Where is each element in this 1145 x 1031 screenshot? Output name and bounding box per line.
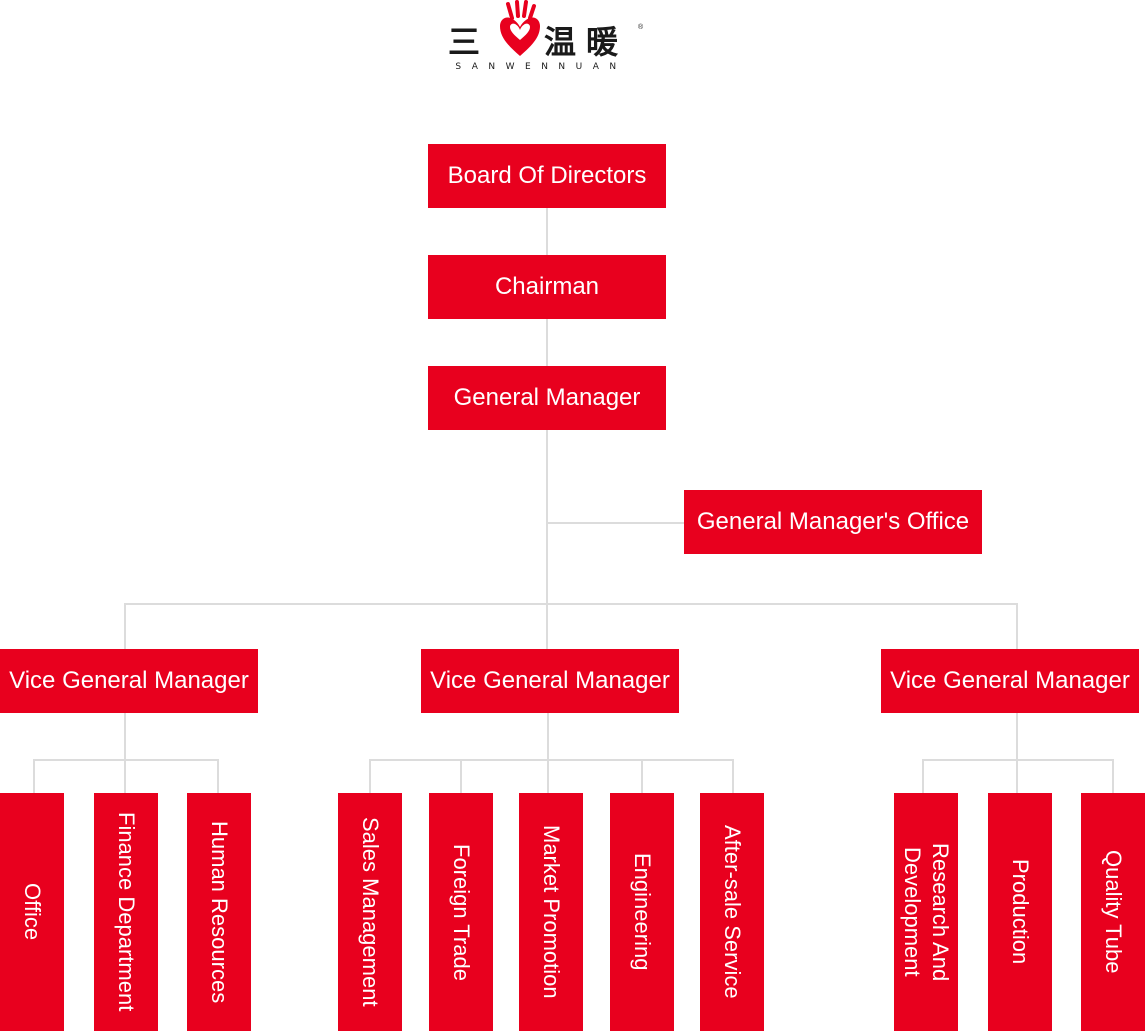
dept-sales-management-box: Sales Management [338, 793, 402, 1031]
vice-general-manager-1-box: Vice General Manager [0, 649, 258, 713]
dept-label: Production [1008, 859, 1033, 965]
board-of-directors-label: Board Of Directors [447, 162, 647, 189]
connector-dept-aftersale [732, 759, 734, 793]
board-of-directors-box: Board Of Directors [428, 144, 666, 208]
hand-heart-icon [500, 0, 540, 56]
logo-char-2: 温 [544, 23, 577, 61]
logo-char-1: 三 [448, 23, 481, 61]
connector-vice-3-down [1016, 713, 1018, 793]
logo-subtitle: SANWENNUAN [455, 62, 627, 72]
vice-general-manager-label: Vice General Manager [430, 667, 670, 694]
dept-research-development-box: Research And Development [894, 793, 958, 1031]
connector-vice-bar [124, 603, 1018, 605]
dept-engineering-box: Engineering [610, 793, 674, 1031]
vice-general-manager-label: Vice General Manager [9, 667, 249, 694]
dept-foreign-trade-box: Foreign Trade [429, 793, 493, 1031]
dept-label: Finance Department [114, 812, 139, 1012]
chairman-label: Chairman [494, 273, 600, 300]
registered-mark: ® [638, 24, 644, 31]
connector-dept-office [33, 759, 35, 793]
dept-label: Foreign Trade [449, 843, 474, 981]
connector-group-1-bar [33, 759, 219, 761]
connector-dept-rnd [922, 759, 924, 793]
connector-vice-2-down [547, 713, 549, 793]
connector-dept-quality [1112, 759, 1114, 793]
dept-human-resources-box: Human Resources [187, 793, 251, 1031]
connector-gm-spine [546, 430, 548, 649]
dept-label: Engineering [630, 853, 655, 971]
dept-market-promotion-box: Market Promotion [519, 793, 583, 1031]
vice-general-manager-2-box: Vice General Manager [421, 649, 679, 713]
dept-after-sale-service-box: After-sale Service [700, 793, 764, 1031]
connector-group-3-bar [922, 759, 1114, 761]
connector-dept-foreign [460, 759, 462, 793]
gm-office-box: General Manager's Office [684, 490, 982, 554]
connector-gm-office [546, 522, 684, 524]
vice-general-manager-3-box: Vice General Manager [881, 649, 1139, 713]
connector-dept-sales [369, 759, 371, 793]
connector-vice-1-down [124, 713, 126, 793]
connector-group-2-bar [369, 759, 734, 761]
vice-general-manager-label: Vice General Manager [890, 667, 1130, 694]
dept-label: Quality Tube [1101, 850, 1126, 974]
dept-label: Office [20, 883, 45, 941]
general-manager-label: General Manager [453, 384, 641, 411]
dept-office-box: Office [0, 793, 64, 1031]
connector-board-chairman [546, 208, 548, 255]
dept-label: After-sale Service [720, 825, 745, 999]
dept-label: Market Promotion [539, 825, 564, 999]
connector-vice-1 [124, 603, 126, 649]
connector-chairman-gm [546, 319, 548, 366]
dept-label: Human Resources [207, 820, 232, 1004]
connector-dept-engineering [641, 759, 643, 793]
logo-wordmark: 三 温 暖 [446, 24, 646, 60]
dept-production-box: Production [988, 793, 1052, 1031]
logo-char-3: 暖 [586, 23, 619, 61]
dept-label: Research And Development [900, 842, 953, 982]
connector-dept-hr [217, 759, 219, 793]
dept-label: Sales Management [358, 817, 383, 1007]
company-logo: 三 温 暖 ® SANWENNUAN [446, 0, 646, 76]
general-manager-box: General Manager [428, 366, 666, 430]
gm-office-label: General Manager's Office [696, 508, 970, 535]
connector-vice-3 [1016, 603, 1018, 649]
dept-finance-box: Finance Department [94, 793, 158, 1031]
dept-quality-tube-box: Quality Tube [1081, 793, 1145, 1031]
chairman-box: Chairman [428, 255, 666, 319]
